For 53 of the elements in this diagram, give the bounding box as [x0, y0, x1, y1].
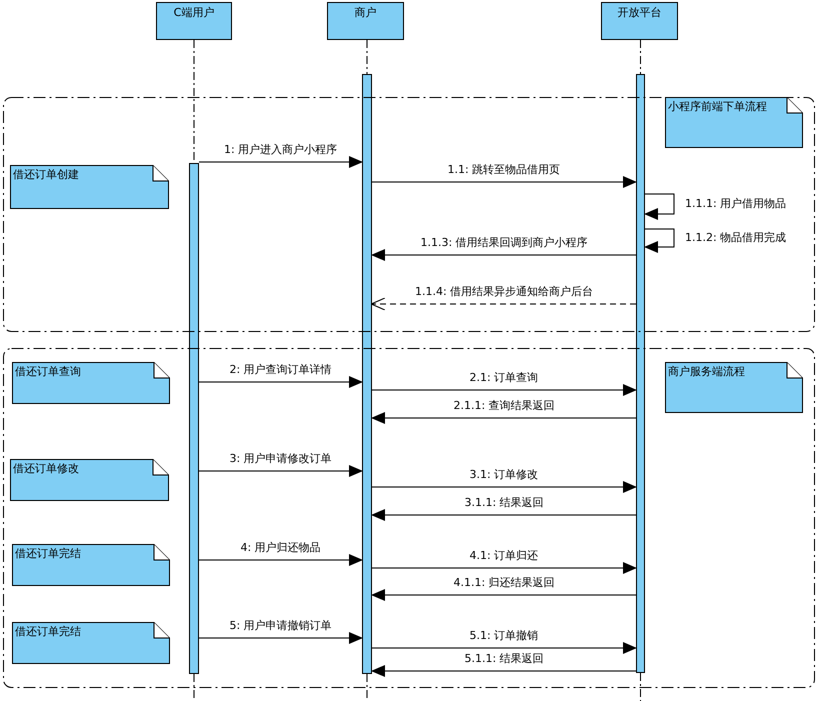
message-arrow: [372, 642, 637, 654]
message-label: 1.1.1: 用户借用物品: [685, 197, 786, 210]
message-label: 1.1.2: 物品借用完成: [685, 231, 786, 244]
message-label: 1.1.3: 借用结果回调到商户小程序: [420, 236, 588, 249]
message-label: 2: 用户查询订单详情: [230, 363, 332, 376]
message-label: 1: 用户进入商户小程序: [224, 143, 338, 156]
message-label: 2.1: 订单查询: [470, 371, 538, 384]
message-arrow: [644, 194, 674, 220]
activation-bar: [636, 74, 645, 673]
message-label: 4.1: 订单归还: [470, 549, 538, 562]
note: 商户服务端流程: [665, 362, 803, 413]
message-label: 4: 用户归还物品: [240, 541, 321, 554]
message-arrow: [370, 298, 636, 310]
note: 借还订单完结: [12, 622, 170, 664]
message-arrow: [371, 589, 636, 601]
participant-box: C端用户: [156, 2, 232, 40]
message-arrow: [198, 632, 363, 644]
participant-box: 商户: [327, 2, 404, 40]
lifeline: [640, 40, 641, 74]
message-label: 3: 用户申请修改订单: [230, 452, 332, 465]
message-arrow: [198, 376, 363, 388]
note: 小程序前端下单流程: [665, 97, 803, 148]
activation-bar: [189, 163, 199, 674]
note: 借还订单完结: [12, 544, 170, 586]
message-arrow: [371, 665, 636, 677]
message-arrow: [372, 562, 637, 574]
fragment-frame: [3, 97, 815, 332]
message-arrow: [372, 384, 637, 396]
message-label: 3.1: 订单修改: [470, 468, 538, 481]
message-label: 4.1.1: 归还结果返回: [454, 576, 555, 589]
message-label: 5: 用户申请撤销订单: [230, 619, 332, 632]
message-arrow: [198, 554, 363, 566]
message-arrow: [372, 176, 637, 188]
message-arrow: [371, 249, 636, 261]
participant-box: 开放平台: [601, 2, 678, 40]
message-arrow: [371, 509, 636, 521]
message-arrow: [198, 465, 363, 477]
fragment-frame: [3, 348, 815, 688]
message-label: 2.1.1: 查询结果返回: [454, 399, 555, 412]
message-label: 5.1.1: 结果返回: [464, 652, 544, 665]
message-arrow: [372, 481, 637, 493]
message-label: 5.1: 订单撤销: [470, 629, 538, 642]
note: 借还订单修改: [10, 459, 169, 501]
activation-bar: [362, 74, 372, 674]
message-label: 1.1.4: 借用结果异步通知给商户后台: [415, 285, 594, 298]
lifeline: [366, 40, 368, 74]
message-arrow: [371, 412, 636, 424]
message-arrow: [198, 156, 363, 168]
message-label: 1.1: 跳转至物品借用页: [448, 163, 560, 176]
message-label: 3.1.1: 结果返回: [464, 496, 544, 509]
note: 借还订单创建: [10, 165, 169, 209]
note: 借还订单查询: [12, 362, 170, 404]
message-arrow: [644, 228, 674, 253]
